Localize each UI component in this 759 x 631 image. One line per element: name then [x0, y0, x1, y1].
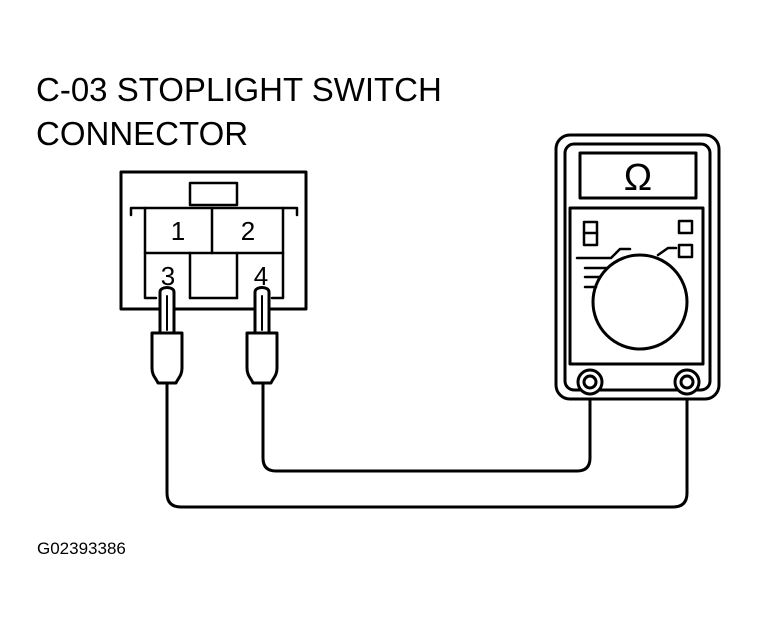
stoplight-switch-connector: [119, 170, 308, 311]
diagram-title-line-1: C-03 STOPLIGHT SWITCH: [36, 71, 442, 108]
pin-label-2: 2: [241, 216, 255, 246]
test-lead-pin-3: [165, 380, 689, 509]
probe-body-3: [150, 331, 184, 385]
meter-display: [578, 151, 698, 200]
connector-body: [119, 170, 308, 311]
diagram-title-line-2: CONNECTOR: [36, 115, 249, 152]
test-lead-pin-4: [261, 380, 592, 473]
multimeter: [554, 133, 721, 401]
probe-pin-4: [253, 286, 271, 335]
com-jack: [576, 368, 604, 396]
ohm-jack: [673, 368, 701, 396]
figure-id: G02393386: [37, 539, 126, 558]
probe-body-4: [245, 331, 279, 385]
pin-label-4: 4: [254, 261, 268, 291]
pin-label-1: 1: [171, 216, 185, 246]
ohm-symbol: Ω: [624, 157, 652, 199]
meter-face: [568, 206, 705, 366]
probe-pin-3: [158, 286, 176, 335]
connector-latch: [188, 181, 239, 207]
selector-dial: [591, 253, 689, 351]
pin-label-3: 3: [161, 261, 175, 291]
